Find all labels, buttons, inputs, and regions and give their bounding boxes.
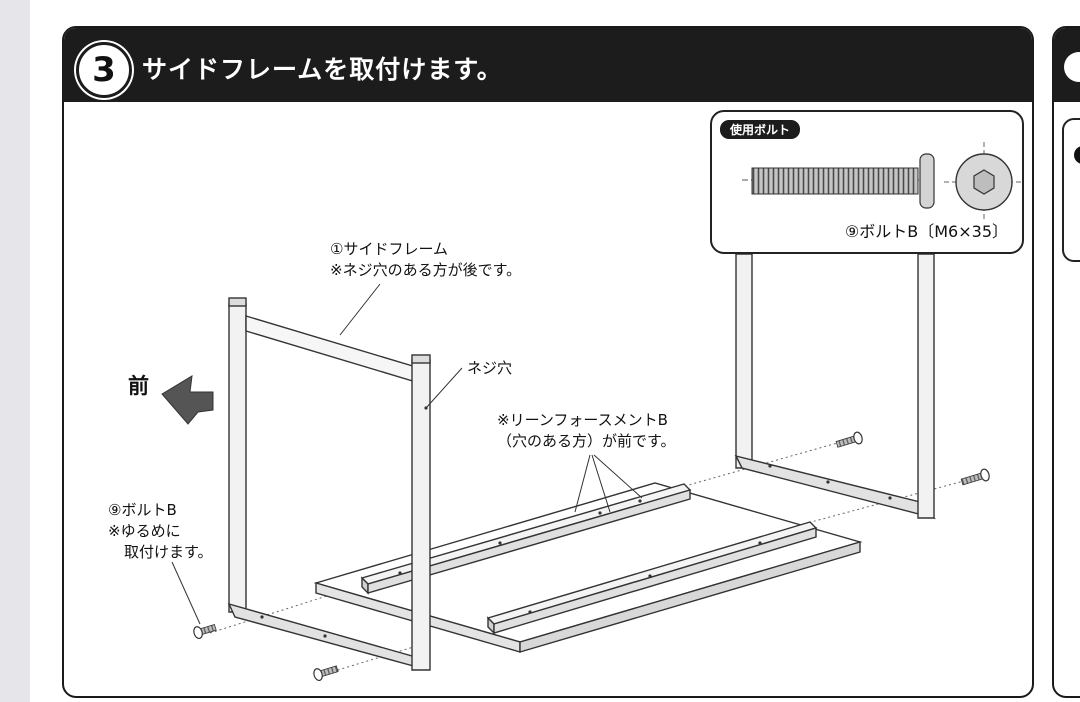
bolt-diagram [742,142,1022,222]
label-screw-hole: ネジ穴 [467,359,513,377]
label-reinforcement-note: （穴のある方）が前です。 [497,432,676,450]
step-title: サイドフレームを取付けます。 [142,55,503,84]
label-bolt-b-note1: ※ゆるめに [108,522,181,540]
label-reinforcement: ※リーンフォースメントB （穴のある方）が前です。 [497,410,676,452]
window-left-edge [0,0,30,702]
next-step-panel-partial [1052,26,1080,698]
next-step-badge [1064,52,1080,82]
step-number-badge: 3 [76,42,132,98]
label-front: 前 [128,374,149,398]
label-bolt-b: ⑨ボルトB ※ゆるめに 取付けます。 [108,500,213,563]
base-board [313,482,863,653]
label-side-frame: ①サイドフレーム ※ネジ穴のある方が後です。 [330,239,521,281]
bolt-box-tag: 使用ボルト [720,120,801,139]
right-side-frame [734,253,937,520]
bolt-left-lower [313,665,339,682]
label-reinforcement-name: ※リーンフォースメントB [497,411,668,429]
bolt-spec-text: ⑨ボルトB〔M6×35〕 [844,222,1008,241]
next-step-subbox [1062,118,1080,262]
label-side-frame-note: ※ネジ穴のある方が後です。 [330,261,522,279]
label-side-frame-name: ①サイドフレーム [330,240,448,258]
step-header: 3 サイドフレームを取付けます。 [64,28,1032,102]
bolt-left-upper [193,623,217,640]
left-side-frame [227,297,431,671]
next-step-header [1054,28,1080,102]
bolt-right-upper [835,431,863,448]
next-step-dot [1074,146,1080,164]
reinforcement-bars [360,483,818,635]
label-bolt-b-note2: 取付けます。 [124,543,213,561]
label-bolt-b-name: ⑨ボルトB [108,501,177,519]
bolt-right-lower [960,468,990,486]
front-arrow-icon [161,375,214,425]
bolt-spec-box: 使用ボルト ⑨ボルトB〔M6×35〕 [710,110,1024,254]
